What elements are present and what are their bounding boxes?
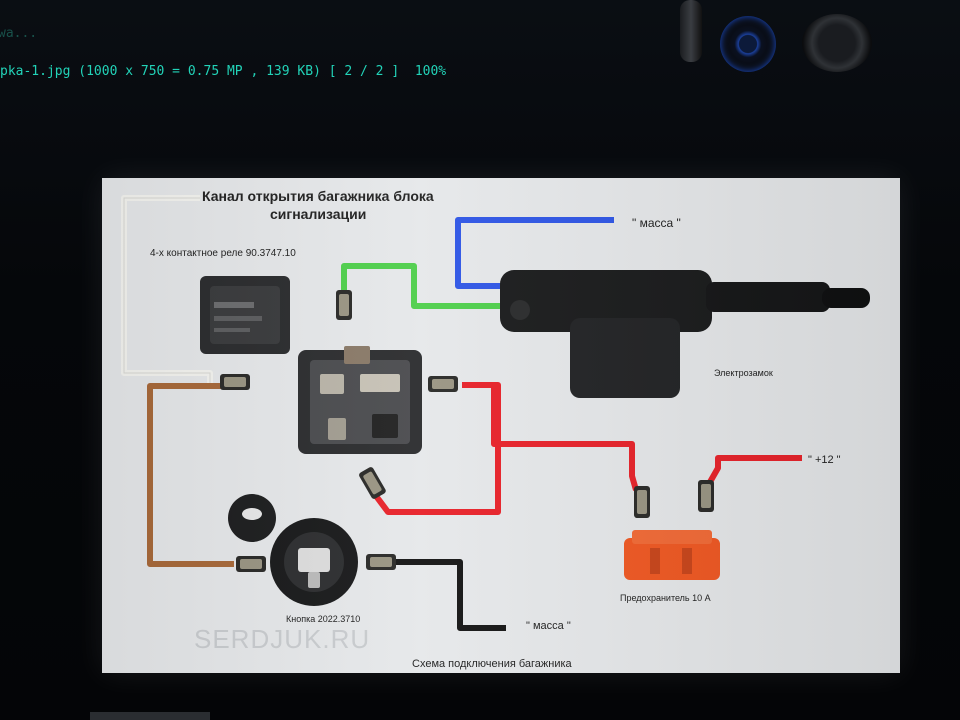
ground-label-top: " масса " bbox=[632, 216, 681, 230]
diagram-caption: Схема подключения багажника bbox=[412, 658, 572, 670]
button-label: Кнопка 2022.3710 bbox=[286, 614, 361, 624]
connector-brown bbox=[236, 556, 266, 572]
green-wire bbox=[341, 263, 504, 309]
webcam-light-icon bbox=[802, 14, 872, 72]
lock-actuator-photo bbox=[500, 270, 870, 398]
relay-photo-small bbox=[200, 276, 290, 354]
brown-wire bbox=[147, 383, 234, 567]
trunk-button-photo bbox=[228, 494, 358, 606]
connector-white bbox=[220, 374, 250, 390]
watermark: SERDJUK.RU bbox=[194, 624, 371, 654]
fuse-photo bbox=[624, 530, 720, 580]
connector-green bbox=[336, 290, 352, 320]
red-wire-plus12 bbox=[707, 455, 802, 484]
webcam-lens-icon bbox=[720, 16, 776, 72]
ground-label-bottom: " масса " bbox=[526, 620, 571, 632]
connector-fuse-right bbox=[698, 480, 714, 512]
relay-label: 4-х контактное реле 90.3747.10 bbox=[150, 248, 296, 259]
relay-base-photo bbox=[298, 346, 422, 454]
black-wire bbox=[394, 559, 506, 631]
lock-label: Электрозамок bbox=[714, 368, 773, 378]
diagram-title-line2: сигнализации bbox=[270, 206, 367, 222]
red-wire-relay-to-fuse bbox=[462, 382, 639, 491]
webcam-housing-icon bbox=[680, 0, 702, 62]
image-viewer-header: wa... pka-1.jpg (1000 x 750 = 0.75 MP , … bbox=[0, 0, 960, 100]
plus12-label: " +12 " bbox=[808, 454, 841, 466]
wiring-diagram-image[interactable]: Канал открытия багажника блока сигнализа… bbox=[102, 178, 900, 673]
red-wire-relay-loop bbox=[373, 382, 501, 515]
diagram-title-line1: Канал открытия багажника блока bbox=[202, 188, 434, 204]
connector-red-bottom bbox=[359, 467, 386, 499]
connector-red-top bbox=[428, 376, 458, 392]
fuse-label: Предохранитель 10 А bbox=[620, 593, 711, 603]
monitor-bezel-bottom bbox=[90, 712, 210, 720]
connector-black bbox=[366, 554, 396, 570]
white-wire bbox=[121, 195, 213, 386]
file-info-line: pka-1.jpg (1000 x 750 = 0.75 MP , 139 KB… bbox=[0, 64, 447, 79]
wiring-diagram-svg bbox=[121, 195, 870, 631]
window-title: wa... bbox=[0, 26, 38, 41]
connector-fuse-left bbox=[634, 486, 650, 518]
blue-wire bbox=[455, 217, 614, 289]
